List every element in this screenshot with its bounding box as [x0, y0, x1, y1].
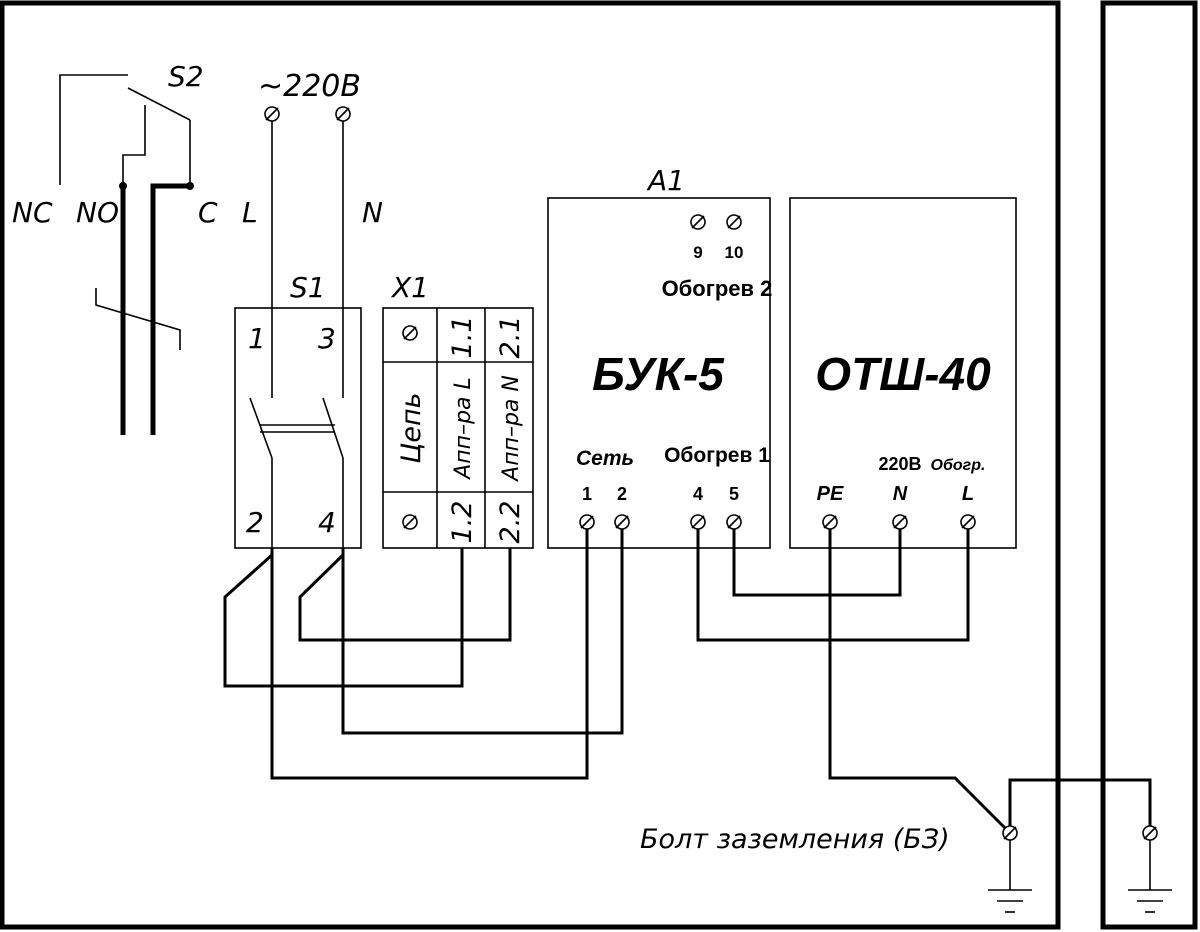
a1-net-label: Сеть — [576, 447, 634, 470]
supply-l-label: L — [242, 196, 258, 229]
s1-t3: 3 — [318, 322, 336, 355]
x1-t21: 2.1 — [495, 316, 526, 359]
s2-thermostat: S2 NC NO C — [12, 60, 218, 435]
x1-label: X1 — [390, 271, 429, 304]
otsh-n: N — [893, 483, 908, 505]
x1-circuit-label: Цепь — [396, 392, 427, 463]
a1-label: A1 — [646, 164, 685, 197]
s2-nc-label: NC — [12, 196, 53, 229]
a1-t5: 5 — [729, 484, 739, 504]
x1-col-n: Апп–ра N — [499, 375, 524, 483]
cabinet-frame — [0, 0, 1061, 930]
a1-t1: 1 — [582, 484, 592, 504]
x1-t11: 1.1 — [447, 316, 478, 359]
wiring — [223, 529, 1152, 835]
otsh-l: L — [962, 483, 974, 505]
x1-t12: 1.2 — [447, 501, 478, 544]
s2-no-label: NO — [76, 196, 119, 229]
x1-t22: 2.2 — [495, 501, 526, 544]
a1-t9: 9 — [693, 243, 702, 262]
otsh-pe: PE — [817, 483, 844, 505]
otsh-obogr-label: Обогр. — [931, 457, 986, 474]
s1-t1: 1 — [248, 322, 266, 355]
otsh-220v-label: 220В — [878, 454, 921, 474]
supply-label: ~220В — [258, 69, 361, 104]
door-frame — [1100, 0, 1198, 930]
a1-t4: 4 — [693, 484, 703, 504]
s2-c-label: C — [198, 196, 218, 229]
a1-t2: 2 — [617, 484, 627, 504]
a1-name: БУК-5 — [592, 348, 725, 400]
ground-bolt: Болт заземления (БЗ) — [640, 824, 1173, 913]
ground-label: Болт заземления (БЗ) — [640, 824, 950, 855]
a1-buk5-unit: A1 9 10 Обогрев 2 БУК-5 Сеть Обогрев 1 1… — [547, 164, 773, 549]
otsh40-unit: ОТШ-40 220В Обогр. PE N L — [789, 197, 1017, 549]
s1-label: S1 — [290, 271, 326, 304]
supply-n-label: N — [362, 196, 383, 229]
s2-label: S2 — [168, 60, 204, 93]
a1-heat2-label: Обогрев 2 — [662, 276, 773, 301]
otsh-name: ОТШ-40 — [815, 348, 991, 400]
s1-t2: 2 — [246, 506, 264, 539]
a1-heat1-label: Обогрев 1 — [664, 444, 770, 467]
a1-t10: 10 — [725, 243, 744, 262]
s1-breaker: S1 1 3 2 4 — [234, 271, 362, 549]
s1-t4: 4 — [318, 506, 336, 539]
x1-col-l: Апп–ра L — [451, 377, 476, 481]
x1-terminal-block: X1 Цепь Апп–ра L Апп–ра N 1.1 2.1 1.2 2.… — [382, 271, 534, 549]
